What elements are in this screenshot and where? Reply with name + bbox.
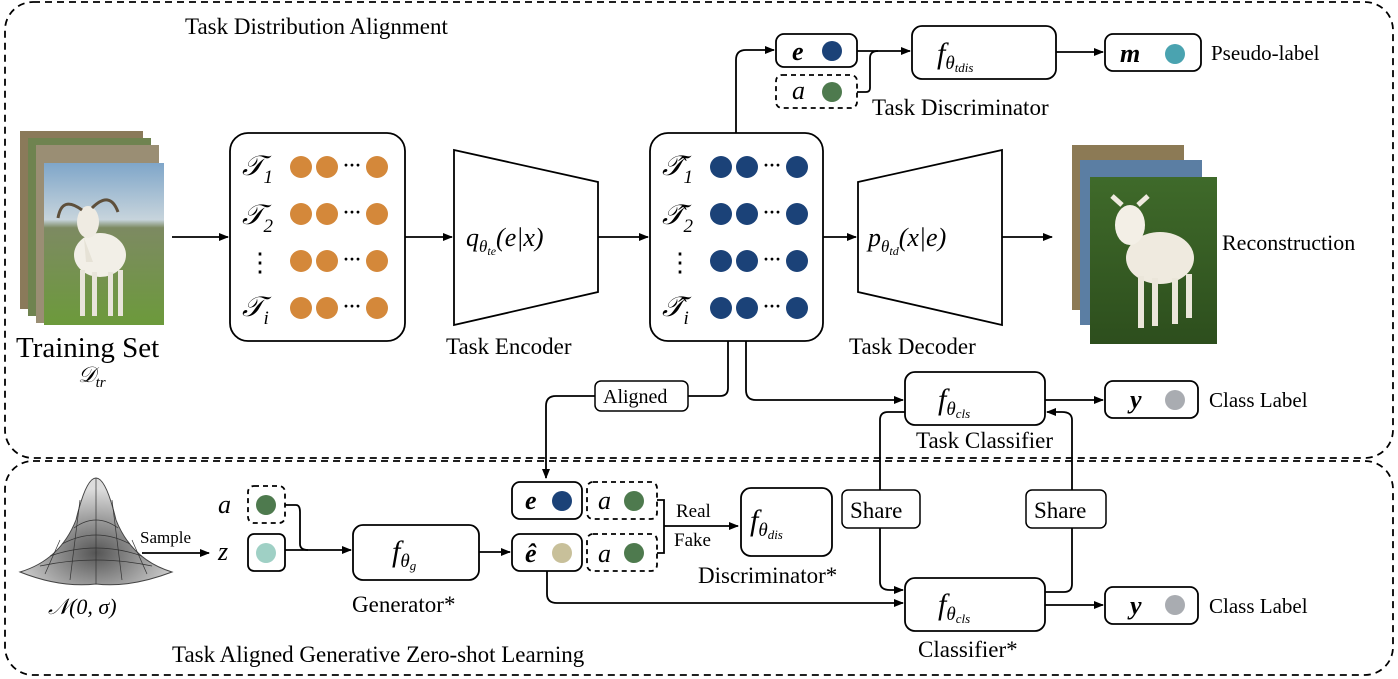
arrow-embeddings-to-e-top xyxy=(735,46,775,133)
task-ellipsis: ⋮ xyxy=(247,248,273,277)
orange-dot-row-4: ··· xyxy=(290,296,388,319)
real-fake-bracket xyxy=(657,499,738,554)
training-set-symbol: 𝒟tr xyxy=(78,362,106,391)
task-decoder-shape xyxy=(857,148,1003,327)
svg-text:···: ··· xyxy=(343,155,361,175)
gray-dot-y-bottom xyxy=(1165,595,1185,615)
svg-text:···: ··· xyxy=(763,155,781,175)
gaussian-bell xyxy=(18,477,174,586)
line-a-to-generator xyxy=(285,504,309,551)
orange-dot-row-2: ··· xyxy=(290,202,388,225)
svg-text:···: ··· xyxy=(343,202,361,222)
bottom-section-frame xyxy=(4,460,1394,676)
embedded-task-ellipsis: ⋮ xyxy=(667,248,693,277)
var-ehat-fake: ê xyxy=(525,539,537,568)
class-label-bottom-text: Class Label xyxy=(1209,594,1308,618)
task-encoder-label: Task Encoder xyxy=(446,334,572,359)
embedded-task-label-1: 𝒯̂1 xyxy=(662,151,693,188)
sample-label: Sample xyxy=(140,528,191,547)
aligned-label: Aligned xyxy=(603,386,667,408)
classifier-label: Classifier* xyxy=(918,637,1018,662)
a-box-fake xyxy=(586,533,658,572)
task-encoder-formula: qθte(e|x) xyxy=(466,223,544,258)
var-a-fake: a xyxy=(598,539,611,568)
orange-dot-row-1: ··· xyxy=(290,155,388,178)
arrow-embeddings-to-task-classifier xyxy=(745,341,904,404)
reconstruction-images xyxy=(1072,145,1217,344)
training-set-images xyxy=(20,131,164,325)
navy-dot-e-real xyxy=(552,491,572,511)
mint-dot-z xyxy=(256,543,276,563)
generator-label: Generator* xyxy=(352,592,455,617)
a-box-top xyxy=(775,74,858,109)
task-discriminator-label: Task Discriminator xyxy=(872,95,1049,120)
top-section-title: Task Distribution Alignment xyxy=(185,14,448,39)
navy-dot-row-4: ··· xyxy=(710,296,808,319)
var-m: m xyxy=(1120,39,1140,68)
navy-dot-row-2: ··· xyxy=(710,202,808,225)
classifier-box xyxy=(904,577,1046,632)
task-classifier-box xyxy=(904,371,1046,426)
real-label: Real xyxy=(676,501,711,522)
normal-dist-label: 𝒩(0, σ) xyxy=(48,594,117,619)
svg-text:···: ··· xyxy=(343,249,361,269)
var-e-top: e xyxy=(792,37,804,66)
navy-dot-row-3: ··· xyxy=(710,249,808,272)
navy-dot-row-1: ··· xyxy=(710,155,808,178)
task-classifier-label: Task Classifier xyxy=(916,428,1053,453)
embedded-task-rows: 𝒯̂1 𝒯̂2 ⋮ 𝒯̂i ··· ··· ··· ··· xyxy=(662,151,808,329)
orange-dot-row-3: ··· xyxy=(290,249,388,272)
task-encoder-shape xyxy=(453,148,599,327)
green-dot-a-fake xyxy=(624,543,644,563)
gray-dot-y-top xyxy=(1165,390,1185,410)
green-dot-a-top xyxy=(822,82,842,102)
task-set-rows: 𝒯1 𝒯2 ⋮ 𝒯i ··· ··· ··· ··· xyxy=(242,151,388,329)
svg-text:···: ··· xyxy=(763,296,781,316)
share-label-left: Share xyxy=(850,498,902,523)
navy-dot-e-top xyxy=(822,41,842,61)
teal-dot-m xyxy=(1165,44,1185,64)
var-y-bottom: y xyxy=(1127,591,1142,620)
share-tag-left xyxy=(841,489,921,529)
share-tag-right xyxy=(1025,489,1107,529)
discriminator-label: Discriminator* xyxy=(698,563,837,588)
svg-text:···: ··· xyxy=(763,202,781,222)
arrow-ehat-to-classifier xyxy=(546,571,904,607)
task-decoder-formula: pθtd(x|e) xyxy=(866,223,946,258)
task-decoder-label: Task Decoder xyxy=(849,334,976,359)
svg-text:···: ··· xyxy=(763,249,781,269)
top-section-frame xyxy=(4,1,1394,459)
green-dot-a-input xyxy=(256,495,276,515)
share-label-right: Share xyxy=(1034,498,1086,523)
e-box-top xyxy=(775,33,858,68)
fake-label: Fake xyxy=(674,530,711,551)
line-a-to-tdis xyxy=(857,50,879,93)
discriminator-box xyxy=(740,487,833,557)
var-a-real: a xyxy=(598,486,611,515)
green-dot-a-real xyxy=(624,491,644,511)
var-y-top: y xyxy=(1127,385,1142,414)
a-box-real xyxy=(586,481,658,520)
reconstruction-label: Reconstruction xyxy=(1222,230,1355,255)
beige-dot-ehat xyxy=(552,543,572,563)
var-a-top: a xyxy=(792,76,805,105)
bottom-section-title: Task Aligned Generative Zero-shot Learni… xyxy=(172,642,585,667)
training-set-label: Training Set xyxy=(16,332,159,364)
class-label-top-text: Class Label xyxy=(1209,388,1308,412)
var-a-input: a xyxy=(218,490,231,519)
aligned-tag xyxy=(594,380,689,412)
task-discriminator-box xyxy=(911,25,1057,80)
svg-text:···: ··· xyxy=(343,296,361,316)
var-z: z xyxy=(217,537,228,566)
pseudo-label-text: Pseudo-label xyxy=(1211,41,1320,65)
var-e-real: e xyxy=(525,486,537,515)
